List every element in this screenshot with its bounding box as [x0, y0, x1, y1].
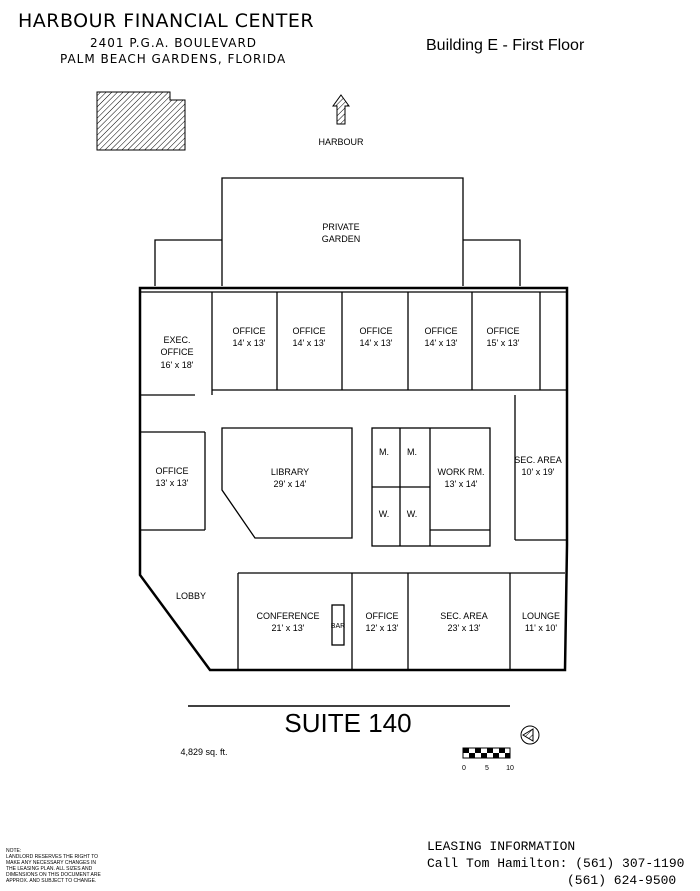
building-title: HARBOUR FINANCIAL CENTER — [18, 10, 315, 32]
address-line-2: PALM BEACH GARDENS, FLORIDA — [60, 52, 287, 66]
bar-label: BAR — [331, 623, 345, 630]
room-size: 14' x 13' — [425, 338, 458, 348]
room-size: 23' x 13' — [448, 623, 481, 633]
room-name: SEC. AREA — [514, 455, 562, 465]
north-arrow-icon — [332, 94, 350, 125]
room-size: 13' x 14' — [445, 479, 478, 489]
restroom-label: W. — [379, 509, 390, 519]
key-plan-building — [96, 91, 186, 151]
address-line-1: 2401 P.G.A. BOULEVARD — [90, 36, 258, 50]
note-line: LANDLORD RESERVES THE RIGHT TO — [6, 854, 99, 860]
room-size: 11' x 10' — [525, 623, 558, 633]
scale-tick: 10 — [506, 765, 514, 772]
room-name: EXEC. — [163, 335, 190, 345]
room-name: OFFICE — [487, 326, 520, 336]
leasing-info: LEASING INFORMATION Call Tom Hamilton: (… — [427, 838, 684, 889]
room-size: 29' x 14' — [274, 479, 307, 489]
room-size: 16' x 18' — [161, 360, 194, 370]
floor-label: Building E - First Floor — [426, 37, 585, 54]
restroom-label: W. — [407, 509, 418, 519]
leasing-contact: Call Tom Hamilton: (561) 307-1190 — [427, 856, 685, 871]
note-line: DIMENSIONS ON THIS DOCUMENT ARE — [6, 872, 101, 878]
room-size: 14' x 13' — [360, 338, 393, 348]
room-name: OFFICE — [161, 347, 194, 357]
room-size: 14' x 13' — [293, 338, 326, 348]
note-line: APPROX. AND SUBJECT TO CHANGE. — [6, 878, 97, 884]
note-line: THE LEASING PLAN. ALL SIZES AND — [6, 866, 93, 872]
room-name: CONFERENCE — [256, 611, 319, 621]
suite-label: SUITE 140 — [284, 708, 411, 738]
room-size: 13' x 13' — [156, 478, 189, 488]
area-label: 4,829 sq. ft. — [180, 747, 227, 757]
note-heading: NOTE: — [6, 848, 22, 854]
room-name: LOUNGE — [522, 611, 560, 621]
room-name: OFFICE — [425, 326, 458, 336]
walls — [138, 177, 569, 672]
room-name: OFFICE — [156, 466, 189, 476]
room-name: SEC. AREA — [440, 611, 488, 621]
leasing-phone: (561) 624-9500 — [567, 873, 677, 888]
room-size: 12' x 13' — [366, 623, 399, 633]
leasing-heading: LEASING INFORMATION — [427, 839, 576, 854]
restroom-label: M. — [407, 447, 417, 457]
room-name: OFFICE — [233, 326, 266, 336]
room-name: OFFICE — [293, 326, 326, 336]
room-name: OFFICE — [360, 326, 393, 336]
room-name: OFFICE — [366, 611, 399, 621]
compass-icon — [520, 725, 540, 745]
north-label: HARBOUR — [318, 137, 364, 147]
room-name: LIBRARY — [271, 467, 309, 477]
disclaimer-note: NOTE: LANDLORD RESERVES THE RIGHT TO MAK… — [6, 848, 101, 884]
room-name: LOBBY — [176, 591, 206, 601]
note-line: MAKE ANY NECESSARY CHANGES IN — [6, 860, 97, 866]
scale-tick: 0 — [462, 765, 466, 772]
room-size: 10' x 19' — [522, 467, 555, 477]
garden-label-2: GARDEN — [322, 234, 361, 244]
scale-tick: 5 — [485, 765, 489, 772]
room-size: 21' x 13' — [272, 623, 305, 633]
garden-label-1: PRIVATE — [322, 222, 359, 232]
room-size: 15' x 13' — [487, 338, 520, 348]
room-labels: EXEC. OFFICE 16' x 18' OFFICE 14' x 13' … — [156, 326, 562, 633]
room-name: WORK RM. — [438, 467, 485, 477]
restroom-label: M. — [379, 447, 389, 457]
room-size: 14' x 13' — [233, 338, 266, 348]
scale-bar: 0 5 10 — [462, 747, 514, 772]
